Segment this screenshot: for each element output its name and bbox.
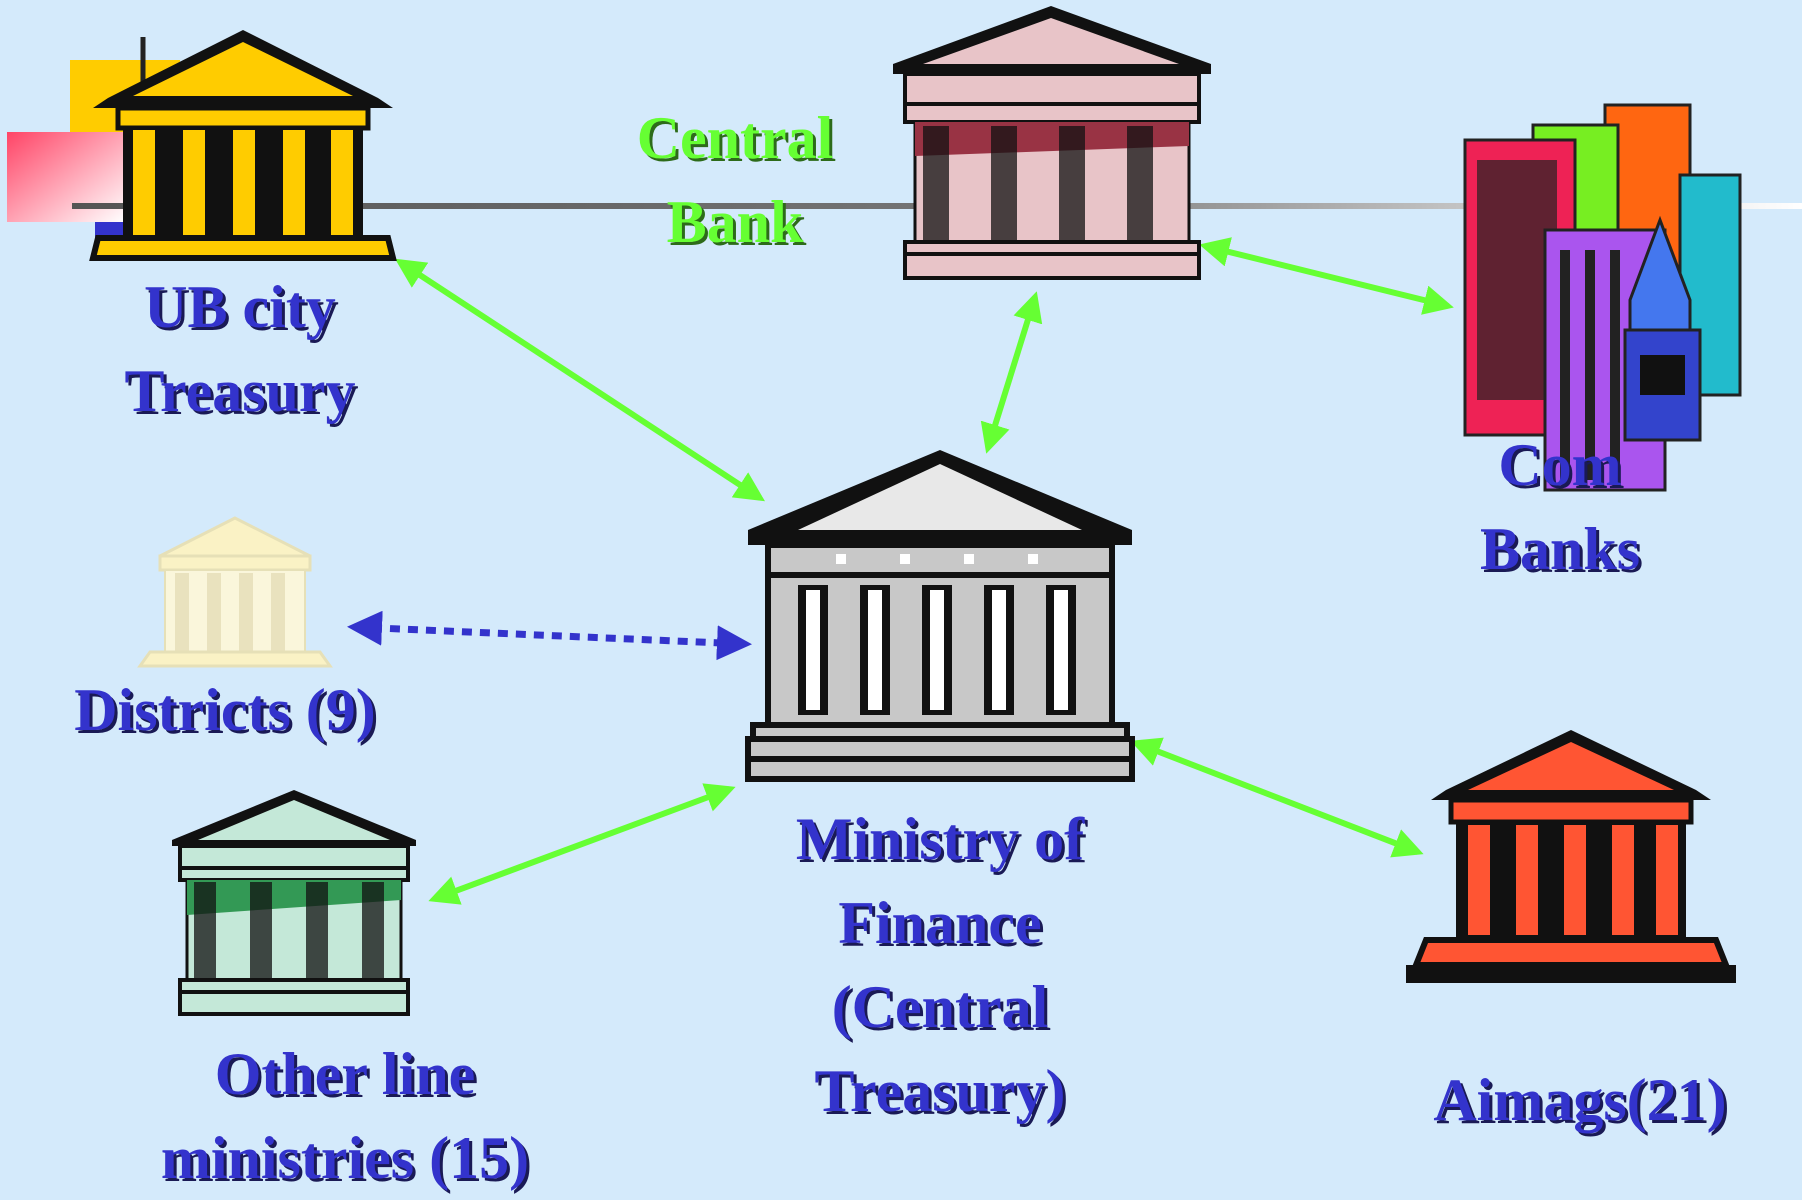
label-com-banks-line1: Com [1498, 432, 1622, 498]
bank-building-icon [893, 6, 1211, 280]
label-aimags-line1: Aimags(21) [1433, 1067, 1727, 1133]
label-ministries-line1: Other line [214, 1041, 476, 1107]
bank-building-icon [172, 790, 416, 1016]
label-mof-line3: (Central [831, 974, 1049, 1040]
label-central-bank: Central Bank [580, 96, 890, 264]
arrow-ministries-mof [428, 783, 736, 905]
label-central-bank-line2: Bank [666, 189, 804, 255]
label-ub-city-line2: Treasury [124, 358, 356, 424]
arrow-cb-combanks [1199, 237, 1454, 315]
label-mof-line1: Ministry of [795, 806, 1085, 872]
label-ministry-of-finance: Ministry of Finance (Central Treasury) [760, 797, 1120, 1133]
arrow-mof-aimags [1130, 737, 1424, 858]
label-ub-city-treasury: UB city Treasury [90, 265, 390, 433]
label-ministries-line2: ministries (15) [160, 1125, 530, 1191]
arrow-districts-mof [347, 610, 752, 661]
label-com-banks-line2: Banks [1479, 516, 1641, 582]
bank-building-icon [89, 30, 397, 261]
bank-building-icon [137, 516, 333, 668]
label-mof-line4: Treasury) [814, 1058, 1066, 1124]
label-aimags: Aimags(21) [1390, 1058, 1770, 1142]
label-districts-line1: Districts (9) [74, 677, 376, 743]
arrow-cb-mof [980, 291, 1043, 454]
city-skyline-icon [1463, 103, 1742, 492]
connection-arrows [347, 237, 1454, 905]
bank-building-icon [1406, 730, 1736, 983]
label-central-bank-line1: Central [636, 105, 834, 171]
label-ub-city-line1: UB city [144, 274, 336, 340]
bank-building-icon [745, 450, 1135, 782]
label-districts: Districts (9) [30, 668, 420, 752]
label-other-line-ministries: Other line ministries (15) [120, 1032, 570, 1200]
label-mof-line2: Finance [838, 890, 1042, 956]
label-com-banks: Com Banks [1410, 423, 1710, 591]
arrow-ub-mof [394, 258, 766, 502]
